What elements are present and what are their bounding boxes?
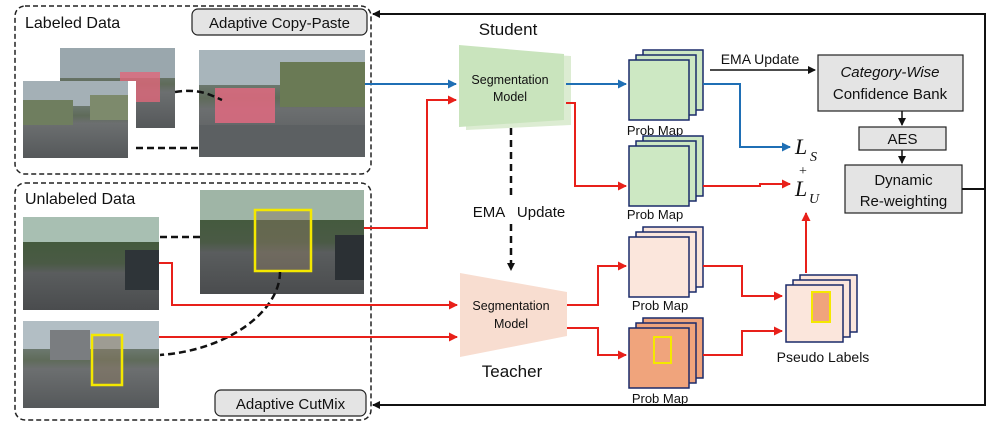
confidence-bank-line2: Confidence Bank [833,86,948,103]
confidence-bank-line1: Category-Wise [840,64,939,81]
teacher-to-probmap4-arrow [567,327,627,360]
student-title: Student [479,20,538,39]
teacher-model [460,273,567,357]
unlabeled-data-group [14,182,372,421]
confidence-bank-box [817,54,964,112]
student-model [459,45,571,130]
dynamic-line1: Dynamic [874,172,933,189]
prob-map-label-3: Prob Map [632,298,688,313]
adaptive-copy-paste-box [191,8,368,36]
teacher-to-probmap3-arrow [567,261,627,306]
copy-paste-link-1 [174,89,223,102]
unlabeled-data-title: Unlabeled Data [25,191,135,208]
prob-map-label-2: Prob Map [627,207,683,222]
labeled-data-title: Labeled Data [25,15,120,32]
prob-map-label-1: Prob Map [627,123,683,138]
labeled-image-front [23,81,136,158]
labeled-data-group [14,5,372,175]
cutmix-box-target [253,208,313,273]
adaptive-cutmix-label: Adaptive CutMix [236,396,346,413]
loss-lu: L U [794,176,820,207]
pseudo-labels [785,274,858,343]
ema-update-label: EMA Update [721,51,800,67]
labeled-mixed-image [199,50,365,157]
adaptive-copy-paste-label: Adaptive Copy-Paste [209,15,350,32]
prob-map-student-1 [628,49,704,121]
probmap-to-ls-arrow [703,83,791,152]
loss-ls-sub: S [810,150,817,165]
ema-update-vertical-label: EMA Update [473,204,566,221]
loss-ls: L S [794,134,817,165]
unlabeled1-to-teacher-arrow [159,262,458,310]
probmap4-to-pseudo-arrow [703,326,783,356]
loss-ls-symbol: L [794,134,807,159]
loss-plus: + [799,164,807,179]
teacher-title: Teacher [482,362,543,381]
pseudo-labels-label: Pseudo Labels [777,349,870,365]
student-to-probmap-red-arrow [566,102,627,191]
feedback-to-cutmix-arrow [372,189,986,409]
probmap-to-lu-arrow [703,179,791,189]
prob-map-student-2 [628,135,704,207]
prob-map-teacher-1 [628,226,704,298]
unlabeled-mixed-image [200,190,364,294]
unlabeled-mixed-to-student-arrow [364,95,457,229]
teacher-model-line2: Model [494,317,528,331]
unlabeled-image-1 [23,217,159,310]
loss-lu-symbol: L [794,176,807,201]
loss-lu-sub: U [809,192,820,207]
unlabeled-image-2 [23,321,159,408]
cutmix-box-source [90,333,124,387]
prob-map-teacher-2 [628,317,704,389]
aes-label: AES [887,131,917,148]
student-model-line1: Segmentation [471,73,548,87]
dynamic-reweighting-box [844,164,963,214]
prob-map-label-4: Prob Map [632,391,688,406]
cutmix-link-2 [159,271,282,357]
dynamic-line2: Re-weighting [860,193,948,210]
probmap3-to-pseudo-arrow [703,265,783,301]
adaptive-cutmix-box [214,389,367,417]
student-model-line2: Model [493,90,527,104]
feedback-to-copy-paste-arrow [372,10,986,190]
teacher-model-line1: Segmentation [472,299,549,313]
